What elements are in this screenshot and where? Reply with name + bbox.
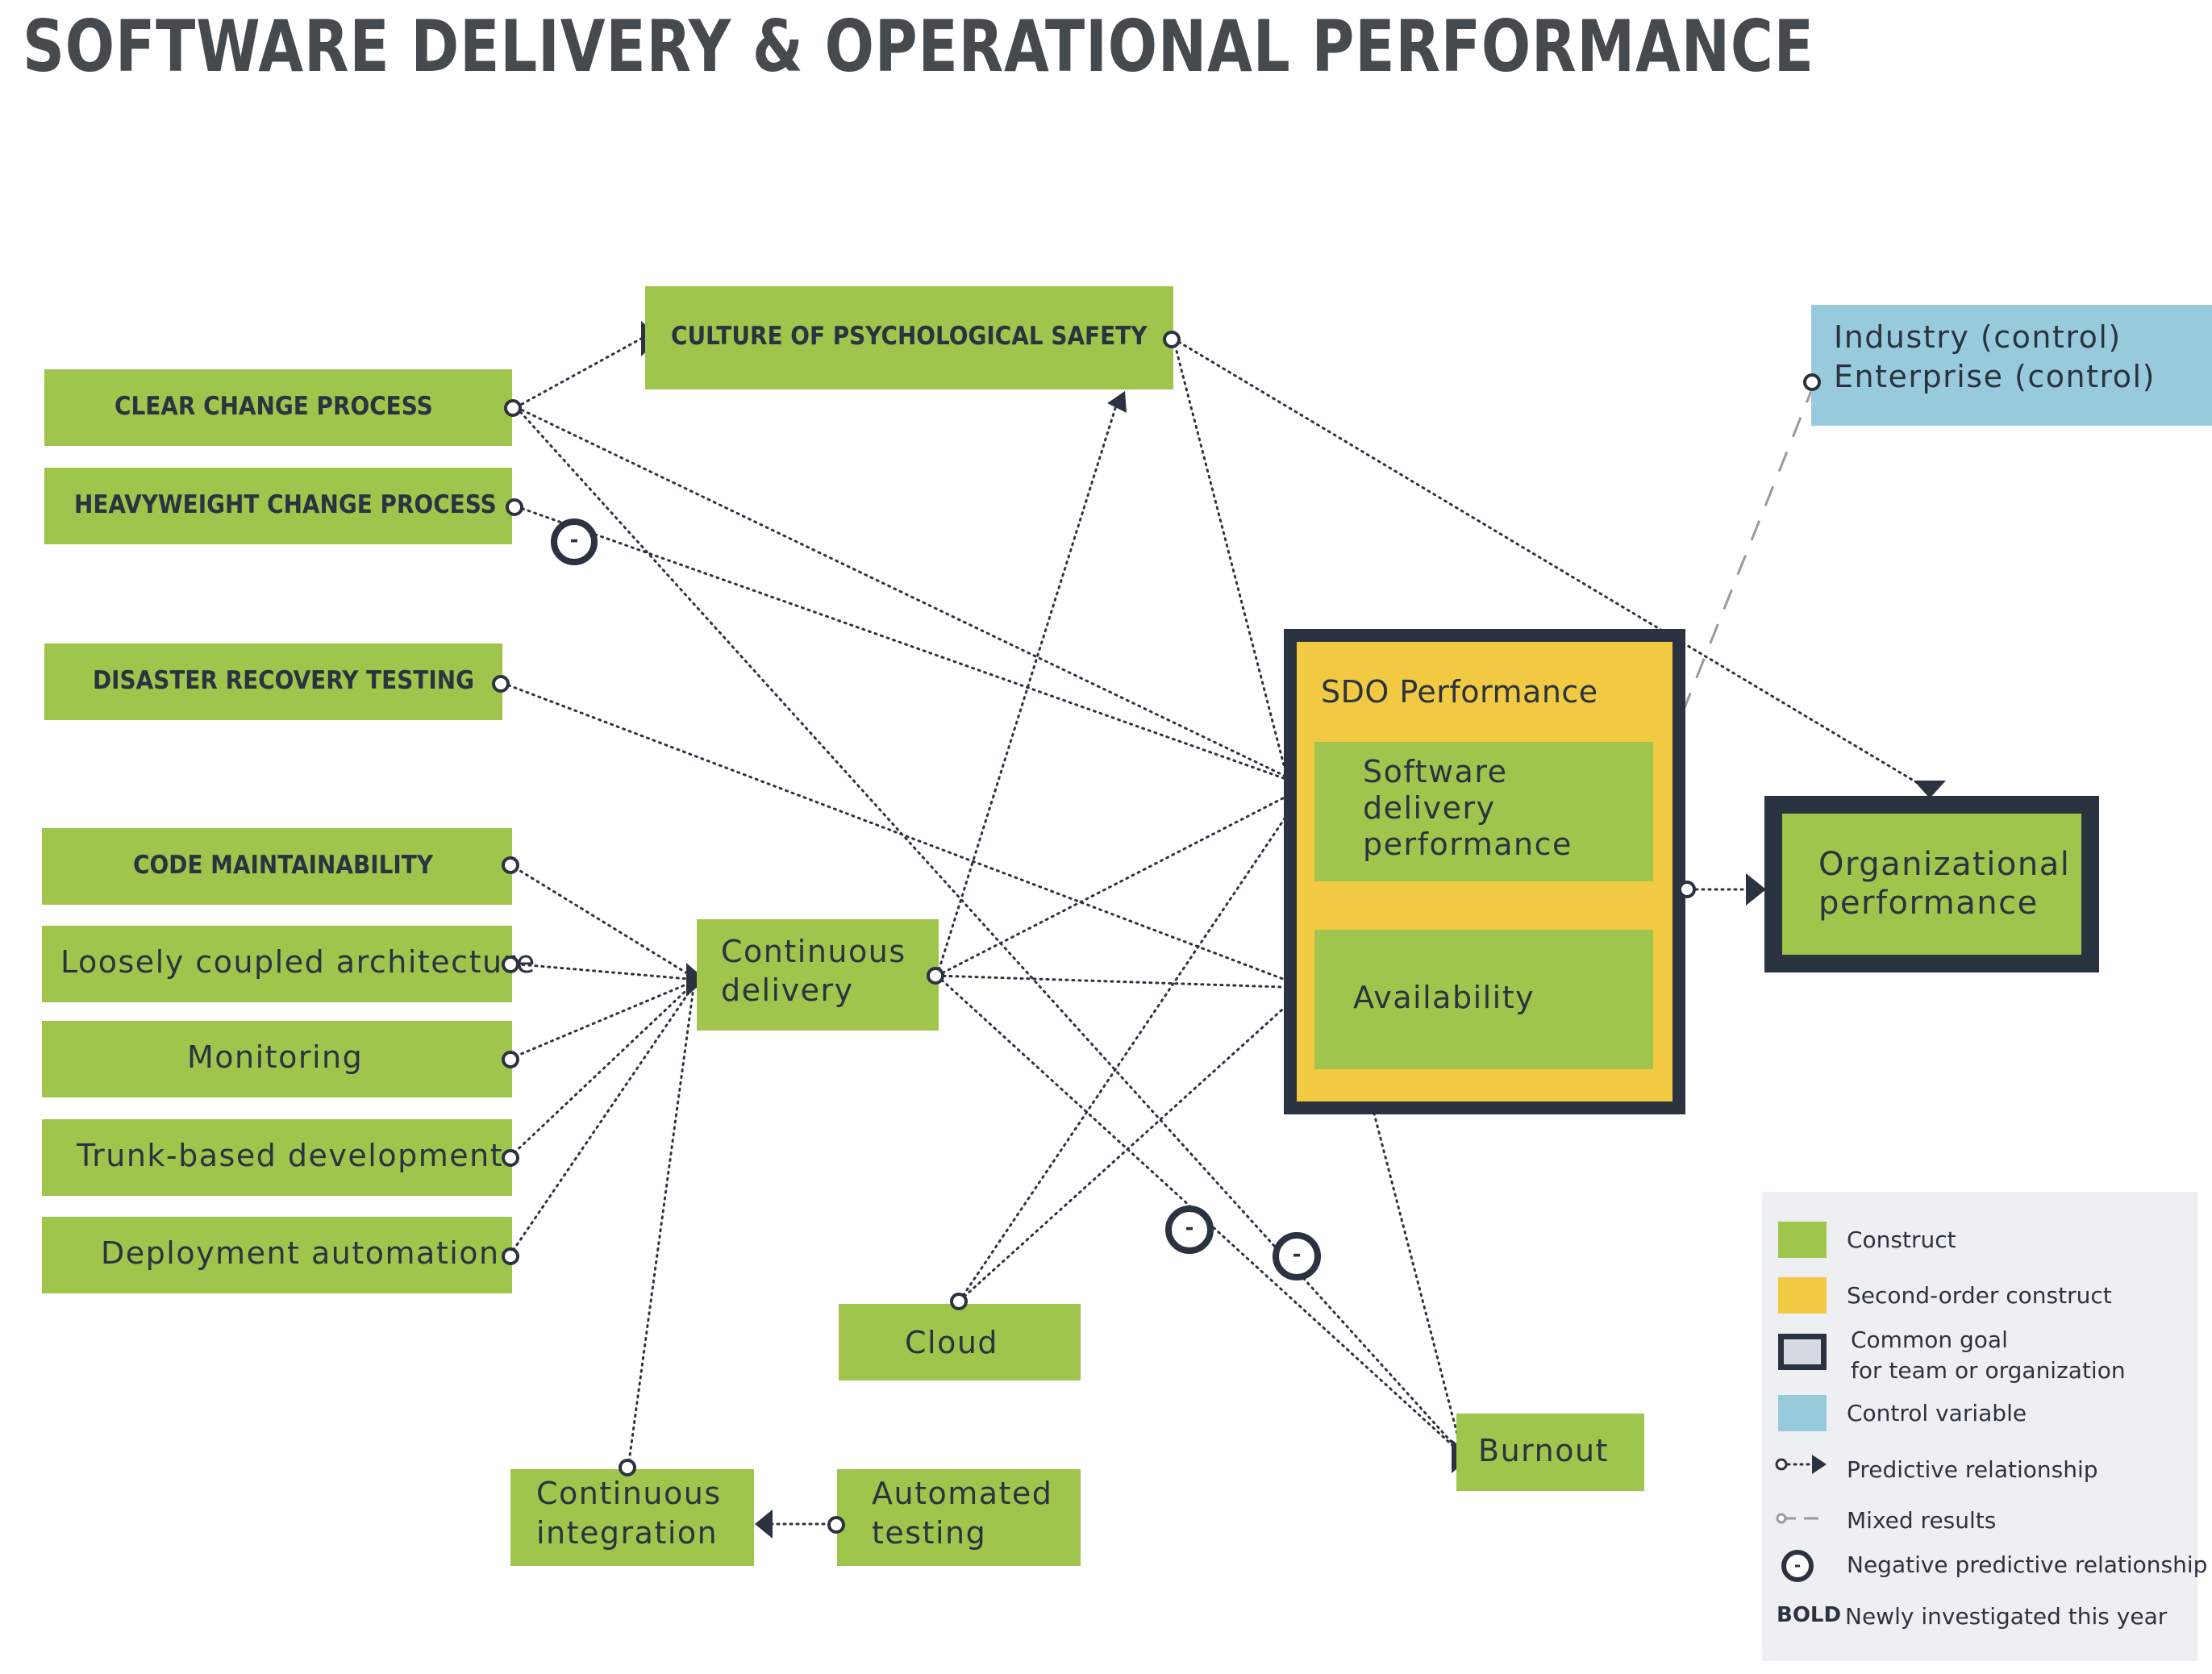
arrowhead-culture-from-cd (1107, 391, 1127, 413)
edge-cloud-to-sdp (958, 785, 1308, 1302)
node-sdo-performance: SDO Performance Software delivery perfor… (1284, 629, 1685, 1114)
edge-deploy-to-cd (508, 978, 699, 1257)
edge-trunk-to-cd (508, 978, 699, 1159)
edge-cd-to-availability (935, 974, 1308, 989)
edge-ci-to-cd (627, 986, 695, 1469)
port-continuous-integration (619, 1459, 636, 1476)
edge-cm-to-cd (508, 863, 699, 981)
port-deployment-automation (502, 1247, 519, 1265)
port-sdo (1678, 881, 1696, 898)
legend-predictive-icon (1775, 1455, 1827, 1474)
node-monitoring: Monitoring (42, 1021, 512, 1097)
legend-negative-icon: - (1781, 1550, 1814, 1582)
edge-lca-to-cd (508, 962, 699, 981)
node-trunk-based-development: Trunk-based development (42, 1119, 512, 1196)
node-software-delivery-performance: Software delivery performance (1314, 742, 1653, 881)
node-deployment-automation: Deployment automation (42, 1217, 512, 1293)
legend-common-goal-swatch (1778, 1334, 1827, 1370)
port-automated-testing (827, 1516, 845, 1534)
page-title: SOFTWARE DELIVERY & OPERATIONAL PERFORMA… (23, 5, 1814, 88)
node-burnout: Burnout (1456, 1414, 1644, 1491)
node-disaster-recovery-testing: DISASTER RECOVERY TESTING (44, 643, 502, 720)
port-code-maintainability (502, 856, 519, 874)
node-cloud: Cloud (839, 1304, 1081, 1380)
port-disaster-recovery (492, 675, 510, 693)
arrowhead-org-right (1746, 873, 1766, 906)
edge-heavy-to-sdp (514, 505, 1308, 788)
port-culture (1163, 331, 1181, 348)
node-clear-change-process: CLEAR CHANGE PROCESS (44, 369, 512, 446)
node-continuous-integration: Continuous integration (510, 1469, 754, 1566)
negative-marker-heavyweight: - (551, 518, 598, 565)
node-control-variables: Industry (control) Enterprise (control) (1811, 305, 2212, 426)
port-heavyweight (506, 498, 523, 516)
edge-cd-to-sdp (935, 785, 1308, 977)
node-availability: Availability (1314, 930, 1653, 1069)
edge-cloud-to-availability (958, 986, 1308, 1302)
legend: Construct Second-order construct Common … (1762, 1192, 2207, 1661)
legend-control-swatch (1778, 1395, 1827, 1431)
node-organizational-performance: Organizational performance (1764, 796, 2099, 972)
legend-construct-swatch (1778, 1222, 1827, 1258)
node-code-maintainability: CODE MAINTAINABILITY (42, 828, 512, 905)
arrowhead-ci (755, 1510, 773, 1539)
legend-second-order-swatch (1778, 1277, 1827, 1314)
port-continuous-delivery (927, 967, 944, 985)
edge-culture-to-burnout (1172, 337, 1461, 1445)
port-loosely-coupled (502, 956, 519, 973)
edge-culture-to-org (1172, 337, 1931, 792)
port-trunk-based (502, 1149, 519, 1167)
node-culture-psychological-safety: CULTURE OF PSYCHOLOGICAL SAFETY (645, 286, 1173, 389)
edge-cd-to-culture (935, 402, 1118, 977)
port-clear-change (504, 399, 522, 417)
edge-clear-to-culture (514, 337, 643, 409)
node-continuous-delivery: Continuous delivery (697, 919, 939, 1031)
node-loosely-coupled-architecture: Loosely coupled architecture (42, 926, 535, 1002)
node-heavyweight-change-process: HEAVYWEIGHT CHANGE PROCESS (44, 468, 512, 544)
edge-clear-to-sdp (514, 406, 1308, 788)
negative-marker-clear-burnout: - (1273, 1232, 1321, 1280)
node-automated-testing: Automated testing (837, 1469, 1081, 1566)
legend-mixed-icon (1776, 1513, 1818, 1524)
port-monitoring (502, 1051, 519, 1068)
arrowhead-org (1914, 781, 1946, 798)
port-control (1803, 373, 1821, 391)
edge-dr-to-availability (501, 681, 1308, 989)
port-cloud (950, 1293, 968, 1310)
edge-mon-to-cd (508, 978, 699, 1060)
arrowhead-cd (686, 963, 706, 997)
node-organizational-performance-inner: Organizational performance (1782, 814, 2081, 955)
negative-marker-culture-burnout: - (1165, 1206, 1214, 1254)
